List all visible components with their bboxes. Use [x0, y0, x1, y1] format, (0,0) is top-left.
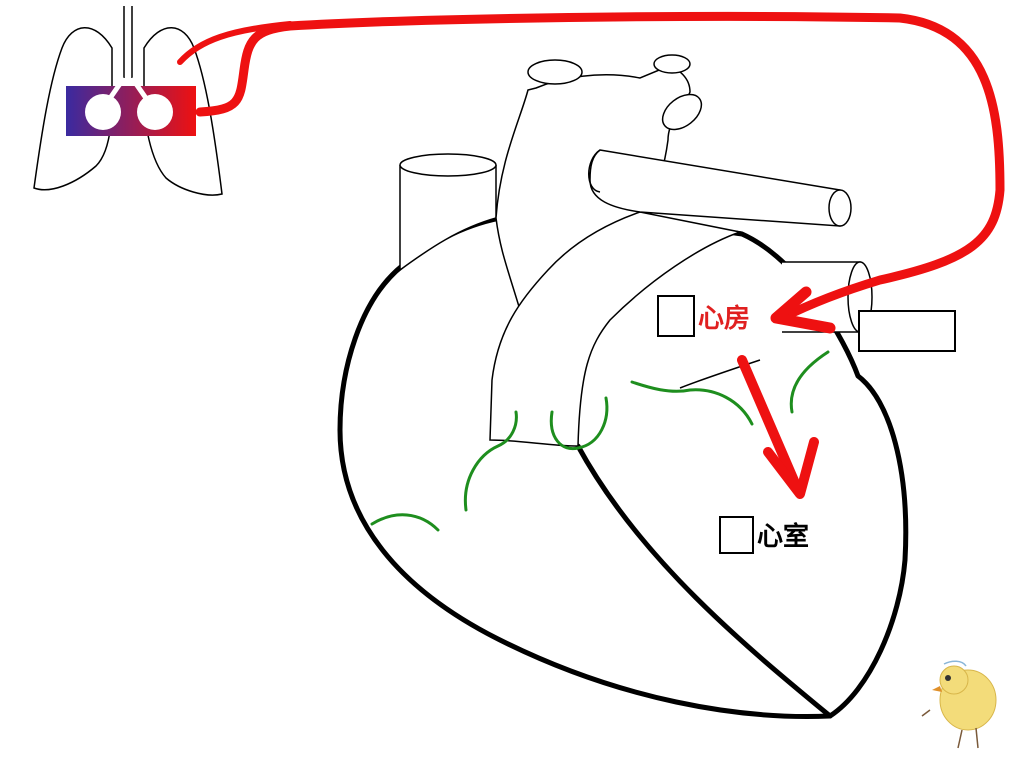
lungs-icon: [33, 6, 223, 196]
alveolus-right: [137, 94, 173, 130]
pulmonary-artery-opening: [828, 189, 852, 227]
atrium-to-ventricle-arrow: [737, 355, 803, 495]
aorta-branch-2: [653, 54, 691, 74]
aorta-branch-1: [527, 59, 583, 85]
ventricle-arrow-head: [763, 437, 819, 499]
pulmonary-return-path: [195, 11, 1005, 323]
coronary-arc-5: [789, 350, 830, 414]
coronary-vessels: [370, 350, 830, 532]
chick-eye: [945, 675, 951, 681]
left-atrium-edge: [679, 359, 761, 389]
pulmonary-vein-blank-box[interactable]: [858, 310, 956, 352]
superior-vena-cava: [399, 165, 497, 272]
pulmonary-trunk: [489, 211, 743, 447]
ventricle-blank-box[interactable]: [719, 516, 754, 554]
atrium-blank-box[interactable]: [657, 295, 695, 337]
pulmonary-artery-hook: [588, 149, 601, 193]
coronary-arc-1: [370, 513, 440, 532]
chick-mascot-icon: [921, 660, 997, 749]
coronary-arc-2: [463, 410, 518, 512]
chick-head: [939, 665, 969, 695]
alveolus-left: [85, 94, 121, 130]
chick-halo: [943, 660, 967, 667]
interventricular-septum: [575, 443, 833, 719]
blood-flow-arrows: [177, 11, 1005, 499]
ventricle-label: 心室: [757, 522, 810, 552]
pulmonary-return-path-inner: [177, 21, 293, 65]
vena-cava-opening: [399, 153, 497, 177]
aorta-branch-3: [661, 93, 703, 131]
atrium-arrow-head: [770, 286, 836, 334]
great-vessels: [399, 54, 873, 447]
coronary-arc-4: [630, 380, 754, 426]
coronary-arc-3: [549, 396, 609, 451]
chick-legs: [921, 709, 979, 749]
atrium-label: 心房: [698, 304, 751, 334]
chick-beak: [932, 686, 942, 692]
